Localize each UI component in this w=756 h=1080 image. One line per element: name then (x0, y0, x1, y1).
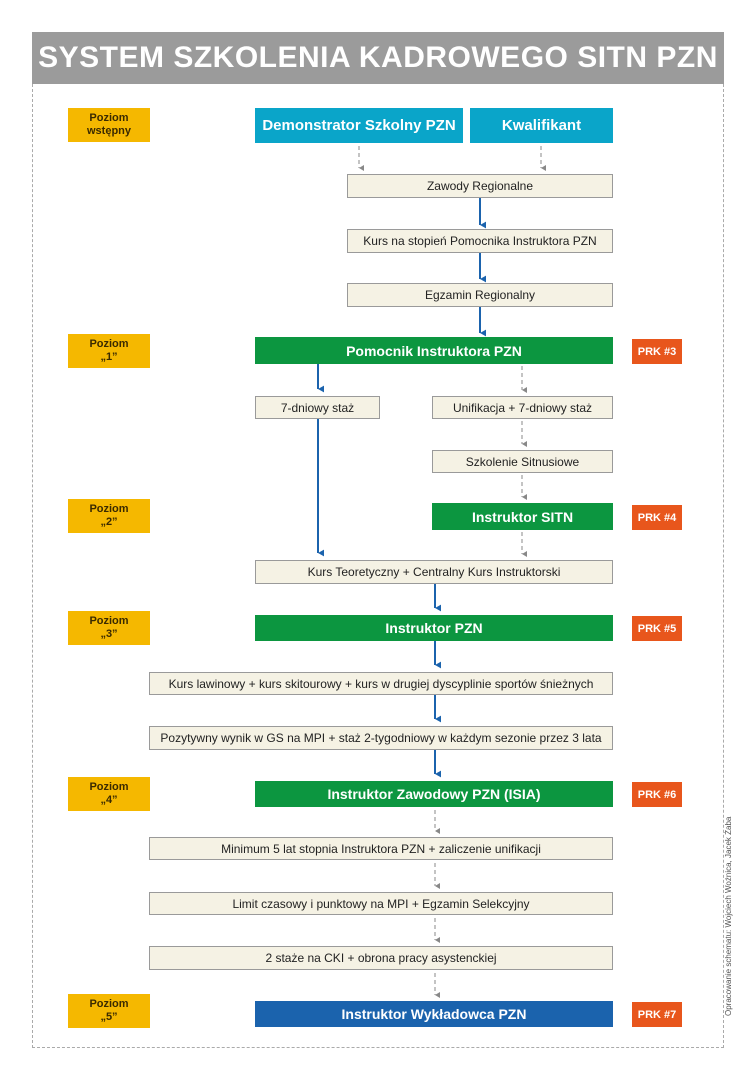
dashed-frame (32, 84, 724, 1048)
step-kurs-teoretyczny: Kurs Teoretyczny + Centralny Kurs Instru… (255, 560, 613, 584)
rank-sitn: Instruktor SITN (432, 503, 613, 530)
step-minimum: Minimum 5 lat stopnia Instruktora PZN + … (149, 837, 613, 860)
step-zawody: Zawody Regionalne (347, 174, 613, 198)
level-badge-2: Poziom „2” (68, 499, 150, 533)
step-sitnusiowe: Szkolenie Sitnusiowe (432, 450, 613, 473)
step-staz7: 7-dniowy staż (255, 396, 380, 419)
kwalifikant-box: Kwalifikant (470, 108, 613, 143)
rank-wykladowca: Instruktor Wykładowca PZN (255, 1001, 613, 1027)
step-pozytywny: Pozytywny wynik w GS na MPI + staż 2-tyg… (149, 726, 613, 750)
level-badge-5: Poziom „5” (68, 994, 150, 1028)
level-badge-3: Poziom „3” (68, 611, 150, 645)
step-egzamin: Egzamin Regionalny (347, 283, 613, 307)
demonstrator-box: Demonstrator Szkolny PZN (255, 108, 463, 143)
prk-badge-3: PRK #3 (632, 339, 682, 364)
page-title: SYSTEM SZKOLENIA KADROWEGO SITN PZN (32, 32, 724, 84)
step-unifikacja: Unifikacja + 7-dniowy staż (432, 396, 613, 419)
prk-badge-7: PRK #7 (632, 1002, 682, 1027)
rank-instruktor: Instruktor PZN (255, 615, 613, 641)
prk-badge-5: PRK #5 (632, 616, 682, 641)
level-badge-1: Poziom „1” (68, 334, 150, 368)
prk-badge-6: PRK #6 (632, 782, 682, 807)
level-badge-entry: Poziom wstępny (68, 108, 150, 142)
level-badge-4: Poziom „4” (68, 777, 150, 811)
step-kurs-lawinowy: Kurs lawinowy + kurs skitourowy + kurs w… (149, 672, 613, 695)
step-limit: Limit czasowy i punktowy na MPI + Egzami… (149, 892, 613, 915)
step-staze2: 2 staże na CKI + obrona pracy asystencki… (149, 946, 613, 970)
rank-zawodowy: Instruktor Zawodowy PZN (ISIA) (255, 781, 613, 807)
prk-badge-4: PRK #4 (632, 505, 682, 530)
step-kurs-pomocnika: Kurs na stopień Pomocnika Instruktora PZ… (347, 229, 613, 253)
credit-text: Opracowanie schematu: Wojciech Woźnica, … (724, 816, 733, 1016)
rank-pomocnik: Pomocnik Instruktora PZN (255, 337, 613, 364)
